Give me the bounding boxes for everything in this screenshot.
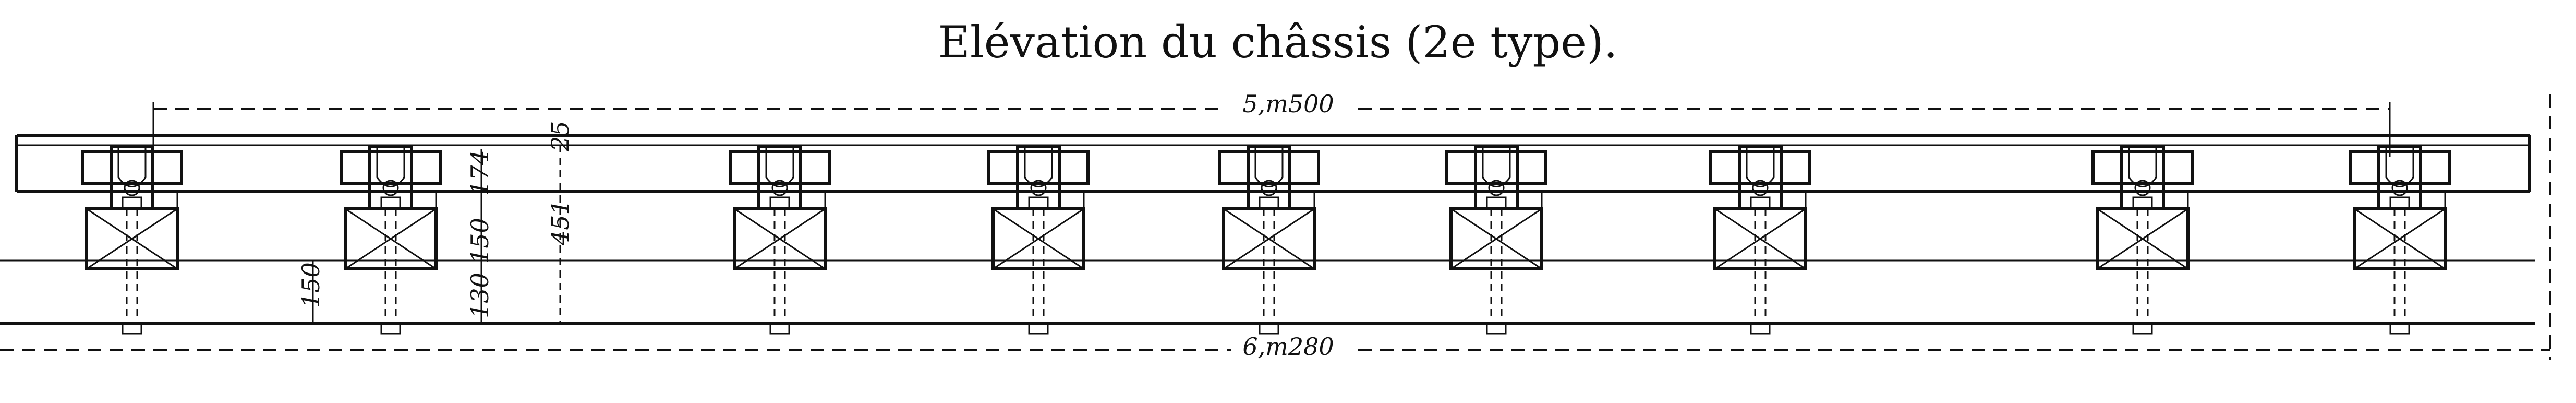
cross-bar (1709, 150, 1811, 185)
box-cross-line (1450, 208, 1542, 270)
axle-guide-fork (1247, 145, 1291, 209)
cross-bar (2091, 150, 2194, 185)
axle-box-unit (340, 145, 442, 335)
box-cross-line (86, 208, 178, 270)
spring-seat (380, 196, 401, 210)
fork-slot (376, 147, 405, 187)
dimension-label-upper: 174 (466, 150, 494, 196)
fork-slot (765, 147, 794, 187)
fork-slot (2128, 147, 2157, 187)
box-cross-line (345, 208, 437, 270)
cross-bar (81, 150, 183, 185)
axle-box (85, 207, 179, 270)
dimension-label-wheelbase: 5,m500 (1242, 90, 1334, 118)
spring-seat (2389, 196, 2410, 210)
axle-box-unit (1709, 145, 1811, 335)
axle-box (733, 207, 827, 270)
bolt-nut (1028, 322, 1049, 335)
fork-slot (2385, 147, 2414, 187)
axle-box-unit (1445, 145, 1547, 335)
spring-seat (769, 196, 790, 210)
spring-seat (2132, 196, 2153, 210)
box-cross-line (993, 208, 1084, 270)
axle-journal (382, 180, 399, 196)
spring-seat (1028, 196, 1049, 210)
box-cross-line (2097, 208, 2188, 270)
bolt-nut (769, 322, 790, 335)
bolt-nut (380, 322, 401, 335)
spring-seat (1259, 196, 1279, 210)
axle-journal (2391, 180, 2408, 196)
cross-bar (1445, 150, 1547, 185)
bolt-nut (1750, 322, 1771, 335)
axle-box (2353, 207, 2447, 270)
axle-box-unit (2091, 145, 2194, 335)
axle-box (1449, 207, 1543, 270)
axle-box-unit (729, 145, 831, 335)
spring-seat (1486, 196, 1507, 210)
drawing-title: Elévation du châssis (2e type). (938, 17, 1618, 68)
box-cross-line (1714, 208, 1806, 270)
box-cross-line (734, 208, 826, 270)
fork-slot (117, 147, 147, 187)
fork-slot (1482, 147, 1511, 187)
axle-journal (1030, 180, 1047, 196)
axle-guide-fork (1474, 145, 1519, 209)
bolt-nut (2389, 322, 2410, 335)
axle-box (344, 207, 438, 270)
bolt-nut (122, 322, 142, 335)
axle-box-units (81, 145, 2451, 335)
axle-guide-fork (1738, 145, 1783, 209)
axle-box-unit (2349, 145, 2451, 335)
vertical-dimensions: 150 174 150 130 451 25 (297, 121, 574, 323)
dimension-label-height-total: 451 (546, 199, 574, 246)
axle-box-unit (987, 145, 1090, 335)
dimension-label-box: 150 (466, 218, 494, 264)
dimension-label-beam-top: 25 (546, 121, 574, 152)
spring-seat (1750, 196, 1771, 210)
axle-box-unit (1218, 145, 1320, 335)
dimension-label-overall-length: 6,m280 (1242, 333, 1334, 361)
axle-guide-fork (1016, 145, 1061, 209)
axle-box (2096, 207, 2190, 270)
bolt-nut (2132, 322, 2153, 335)
axle-guide-fork (110, 145, 154, 209)
cross-bar (340, 150, 442, 185)
axle-box (1713, 207, 1807, 270)
dimension-overall-length: 6,m280 (0, 94, 2551, 361)
axle-box (991, 207, 1085, 270)
axle-journal (1261, 180, 1277, 196)
cross-bar (1218, 150, 1320, 185)
axle-guide-fork (2120, 145, 2165, 209)
axle-box-unit (81, 145, 183, 335)
box-cross-line (1223, 208, 1315, 270)
axle-guide-fork (368, 145, 413, 209)
cross-bar (2349, 150, 2451, 185)
axle-guide-fork (2377, 145, 2422, 209)
axle-guide-fork (757, 145, 802, 209)
axle-journal (1488, 180, 1505, 196)
dimension-wheelbase: 5,m500 (152, 89, 2391, 157)
bolt-nut (1486, 322, 1507, 335)
box-cross-line (2354, 208, 2446, 270)
spring-seat (122, 196, 142, 210)
axle-journal (1752, 180, 1769, 196)
fork-slot (1746, 147, 1775, 187)
bolt-nut (1259, 322, 1279, 335)
cross-bar (729, 150, 831, 185)
fork-slot (1254, 147, 1284, 187)
dimension-label-left-offset: 150 (297, 262, 325, 308)
cross-bar (987, 150, 1090, 185)
axle-box (1222, 207, 1316, 270)
axle-journal (771, 180, 788, 196)
axle-journal (2134, 180, 2151, 196)
dimension-label-lower: 130 (466, 272, 494, 318)
fork-slot (1024, 147, 1053, 187)
axle-journal (124, 180, 140, 196)
